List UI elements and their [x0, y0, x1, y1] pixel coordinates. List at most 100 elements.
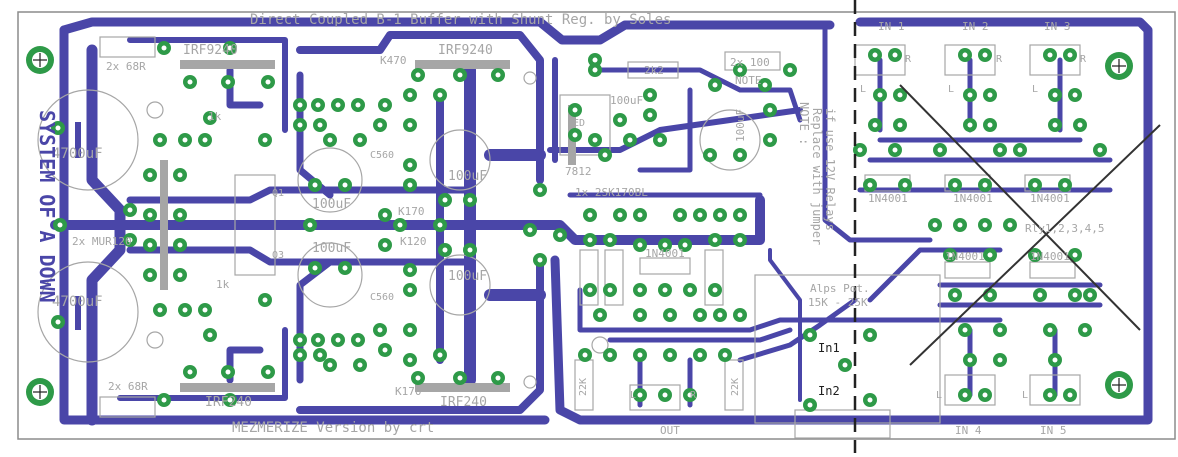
pad-drill — [987, 252, 993, 258]
pad-drill — [157, 137, 163, 143]
pad-drill — [712, 287, 718, 293]
pad-drill — [312, 265, 318, 271]
reg-label: 7812 — [565, 165, 592, 178]
pad-drill — [187, 79, 193, 85]
pad-drill — [355, 102, 361, 108]
mount-hole-bl — [26, 378, 54, 406]
pad-drill — [1047, 52, 1053, 58]
pad-drill — [1047, 327, 1053, 333]
pad-drill — [265, 79, 271, 85]
k170-top-label: K170 — [398, 205, 425, 218]
pad-drill — [877, 92, 883, 98]
trace-upper-bus — [126, 186, 474, 204]
res-2x100-label: 2x 100 — [730, 56, 770, 69]
mur-label: 2x MUR120 — [72, 235, 132, 248]
pad-drill — [1052, 92, 1058, 98]
pad-drill — [617, 117, 623, 123]
trace-left-rail — [59, 25, 550, 425]
board-footer: MEZMERIZE Version by crt — [232, 420, 434, 436]
res-2x68-bot-outline — [99, 396, 156, 418]
cross-line-b — [909, 124, 1161, 366]
pad-drill — [265, 369, 271, 375]
pot-in1-label: In1 — [818, 341, 840, 355]
pad-drill — [202, 137, 208, 143]
pad-drill — [382, 102, 388, 108]
pad-drill — [537, 257, 543, 263]
pad-drill — [677, 212, 683, 218]
pad-drill — [127, 237, 133, 243]
in1-top-label: IN 1 — [878, 20, 905, 33]
pad-drill — [662, 287, 668, 293]
pad-drill — [982, 52, 988, 58]
pad-drill — [55, 319, 61, 325]
pad-drill — [712, 237, 718, 243]
pad-drill — [857, 147, 863, 153]
pad-drill — [737, 237, 743, 243]
pad-drill — [647, 112, 653, 118]
pad-drill — [182, 137, 188, 143]
res-1k-label: 1k — [208, 110, 222, 123]
pad-drill — [157, 307, 163, 313]
pad-drill — [662, 242, 668, 248]
pad-drill — [442, 197, 448, 203]
pad-drill — [227, 397, 233, 403]
pad-drill — [147, 272, 153, 278]
pad-drill — [1037, 292, 1043, 298]
pad-drill — [55, 125, 61, 131]
pad-drill — [57, 222, 63, 228]
pad-drill — [377, 327, 383, 333]
q-block-outline — [234, 174, 276, 276]
diode-e-label: 1N4001 — [945, 250, 985, 263]
pad-drill — [357, 137, 363, 143]
pad-drill — [407, 92, 413, 98]
pad-drill — [687, 392, 693, 398]
side-label: SYSTEM OF A DOWN — [35, 110, 59, 303]
pad-drill — [697, 352, 703, 358]
pad-drill — [495, 72, 501, 78]
pad-drill — [467, 247, 473, 253]
pad-drill — [307, 222, 313, 228]
pad-drill — [637, 287, 643, 293]
cap-100-a-label: 100uF — [312, 197, 351, 212]
pad-drill — [807, 402, 813, 408]
diode-b-label: 1N4001 — [868, 192, 908, 205]
pad-drill — [872, 52, 878, 58]
mosfet-2-label: IRF9240 — [438, 43, 493, 58]
cap-4700-top-label: 4700uF — [52, 146, 103, 162]
pad-drill — [1087, 292, 1093, 298]
pot-pin-labels: In1 In2 — [818, 341, 840, 398]
pad-drill — [667, 352, 673, 358]
pad-drill — [382, 242, 388, 248]
pad-drill — [662, 392, 668, 398]
trace-bottom-signal — [577, 287, 1003, 333]
pad-drill — [902, 182, 908, 188]
pad-drill — [657, 137, 663, 143]
pad-drill — [177, 272, 183, 278]
hole-c — [523, 71, 537, 85]
pad-drill — [407, 327, 413, 333]
in2-top-label: IN 2 — [962, 20, 989, 33]
pad-drill — [697, 212, 703, 218]
pad-drill — [355, 337, 361, 343]
pad-drill — [607, 237, 613, 243]
pad-drill — [787, 67, 793, 73]
pad-drill — [897, 122, 903, 128]
trace-reg-top — [547, 107, 803, 153]
res-100-label: 100uF — [610, 94, 643, 107]
pad-drill — [161, 397, 167, 403]
hole-e — [591, 336, 609, 354]
pad-drill — [407, 182, 413, 188]
mount-hole-tl — [26, 46, 54, 74]
res-2x100-outline — [724, 51, 781, 71]
pad-drill — [457, 72, 463, 78]
q1-label: Q1 — [272, 188, 284, 199]
pad-drill — [312, 182, 318, 188]
pad-layer — [51, 41, 1107, 412]
l-label-4: L — [936, 390, 942, 401]
pad-drill — [147, 172, 153, 178]
led-label: LED — [567, 118, 585, 129]
res-2x68-top-outline — [99, 36, 156, 58]
res-2k2-outline — [627, 61, 679, 79]
pad-drill — [557, 232, 563, 238]
res-v2-outline — [604, 249, 624, 306]
